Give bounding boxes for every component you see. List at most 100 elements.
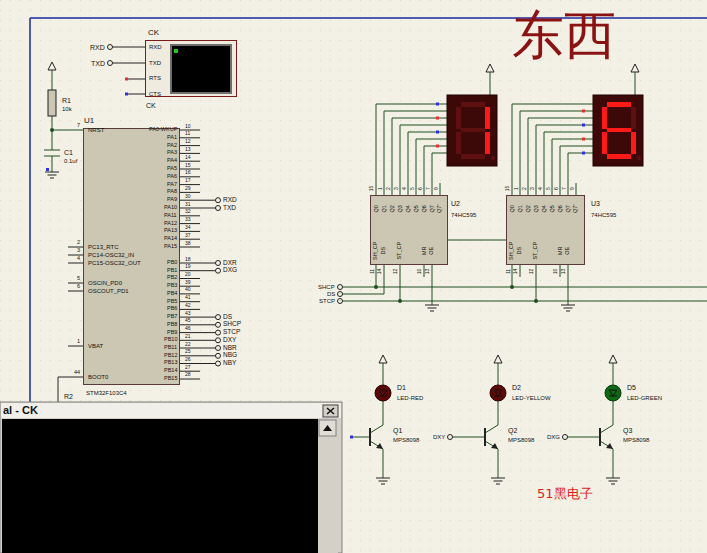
net-label: DXG	[223, 267, 237, 274]
pin-number: 22	[185, 342, 191, 347]
part-label: Q3	[623, 427, 632, 434]
pin-name: SH_CP	[509, 242, 515, 260]
pin-marker	[436, 103, 439, 106]
scroll-arrow	[323, 425, 332, 431]
pin-name: PA3	[167, 150, 177, 156]
pin-number: 30	[185, 194, 191, 199]
terminal-circle	[216, 346, 221, 351]
power-symbols	[379, 355, 617, 363]
pin-number: 29	[185, 186, 191, 191]
pin-name: MR	[421, 246, 427, 255]
pin-number: 3	[529, 187, 534, 190]
terminal-screen	[170, 44, 232, 94]
wire	[44, 70, 83, 172]
pin-number: 6	[417, 187, 422, 190]
terminal-circle	[216, 330, 221, 335]
part-label: R2	[64, 393, 73, 400]
pin-name: PB2	[167, 275, 177, 281]
led-symbol	[490, 385, 506, 401]
power-symbol	[494, 355, 502, 363]
part-label: R1	[62, 97, 71, 104]
net-label: DXY	[433, 434, 445, 440]
pin-name: PB5	[167, 299, 177, 305]
wire	[512, 104, 593, 195]
transistor-arrows	[376, 443, 613, 449]
pin-marker	[46, 168, 49, 171]
pin-name: ST_CP	[533, 242, 539, 260]
segment	[491, 156, 495, 160]
junction-dots	[374, 285, 538, 303]
wire	[376, 104, 447, 195]
pin-number: 28	[185, 372, 191, 377]
pin-name: Q5	[549, 205, 555, 212]
pin-name: PB11	[164, 345, 177, 351]
terminal-circles	[216, 198, 221, 366]
pin-number: 34	[185, 225, 191, 230]
net-label: STCP	[319, 298, 335, 304]
terminal-circle	[338, 285, 343, 290]
pin-number: 12	[393, 268, 398, 274]
terminal-circle	[216, 261, 221, 266]
pin-name: Q3	[533, 205, 539, 212]
pin-number: 16	[185, 170, 191, 175]
pin-marker	[436, 131, 439, 134]
pin-marker	[582, 124, 585, 127]
pin-marker	[436, 145, 439, 148]
pin-name: RXD	[149, 44, 162, 50]
pin-number: 10	[553, 268, 558, 274]
pin-name: Q1	[381, 205, 387, 212]
pin-number: 37	[185, 233, 191, 238]
pin-name: PB13	[164, 360, 177, 366]
pin-name: OE	[429, 247, 435, 255]
pin-number: 46	[185, 326, 191, 331]
pin-number: 4	[401, 187, 406, 190]
pin-number: 1	[513, 187, 518, 190]
pin-number: 5	[545, 187, 550, 190]
net-label: NBG	[223, 352, 237, 359]
pin-number: 1	[377, 187, 382, 190]
pin-number: 39	[185, 280, 191, 285]
part-label: C1	[64, 149, 73, 156]
pin-name: PA7	[167, 182, 177, 188]
part-label: CK	[146, 102, 156, 109]
segment	[631, 107, 636, 129]
pin-number: 4	[77, 256, 80, 262]
resistor-symbol	[48, 90, 56, 116]
pin-name: PB14	[164, 368, 177, 374]
pin-name: TXD	[149, 60, 161, 66]
pin-name: PA1	[167, 135, 177, 141]
pin-marker	[436, 117, 439, 120]
pin-name: PA6	[167, 174, 177, 180]
pin-number: 21	[185, 334, 191, 339]
pin-name: OSCOUT_PD1	[88, 288, 129, 294]
pin-number: 9	[433, 187, 438, 190]
pin-number: 10	[185, 124, 191, 129]
pin-number: 12	[529, 268, 534, 274]
pin-number: 26	[185, 357, 191, 362]
pin-name: PA11	[164, 213, 177, 219]
pin-number: 14	[377, 268, 382, 274]
terminal-circle	[338, 299, 343, 304]
pin-number: 4	[537, 187, 542, 190]
pin-number: 18	[185, 257, 191, 262]
pin-number: 5	[77, 276, 80, 282]
power-symbol	[48, 62, 56, 70]
pin-name: DS	[381, 247, 387, 255]
pin-name: PB6	[167, 306, 177, 312]
part-value: MPS8098	[623, 437, 649, 443]
wire	[352, 363, 613, 478]
pin-name: PA13	[164, 228, 177, 234]
part-value: LED-RED	[397, 395, 423, 401]
led-symbol	[375, 385, 391, 401]
segment	[637, 156, 641, 160]
pin-marker	[582, 152, 585, 155]
pin-name: DS	[517, 247, 523, 255]
part-value: LED-YELLOW	[512, 395, 551, 401]
terminal-window	[0, 402, 342, 553]
pin-name: Q0	[509, 205, 515, 212]
ground-symbol	[376, 478, 620, 484]
power-symbol	[631, 64, 639, 72]
pin-name: Q7'	[437, 205, 443, 213]
pin-number: 11	[185, 131, 190, 136]
pin-name: PB4	[167, 291, 177, 297]
